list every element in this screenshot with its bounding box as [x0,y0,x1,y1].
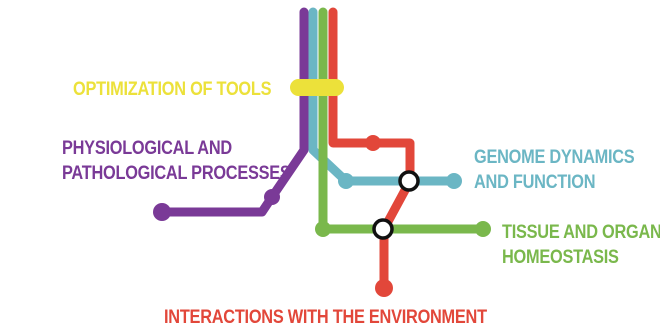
stop-tissue-end [475,221,491,237]
label-optimization-of-tools: OPTIMIZATION OF TOOLS [73,77,271,102]
route-tools [290,79,344,96]
stop-interactions-mid [365,135,381,151]
label-tissue-homeostasis: TISSUE AND ORGAN HOMEOSTASIS [502,220,660,270]
label-tissue-line2: HOMEOSTASIS [502,247,619,268]
label-interactions-environment: INTERACTIONS WITH THE ENVIRONMENT [164,305,487,330]
label-physiological-line2: PATHOLOGICAL PROCESSES [62,163,291,184]
stop-physiological-mid [264,189,280,205]
stop-tissue-start [315,221,331,237]
label-interactions-text: INTERACTIONS WITH THE ENVIRONMENT [164,307,487,328]
label-physiological-line1: PHYSIOLOGICAL AND [62,138,232,159]
stop-genome-end [446,173,462,189]
label-genome-line2: AND FUNCTION [474,172,596,193]
label-tools-text: OPTIMIZATION OF TOOLS [73,79,272,100]
label-physiological-processes: PHYSIOLOGICAL AND PATHOLOGICAL PROCESSES [62,136,291,186]
label-genome-line1: GENOME DYNAMICS [474,147,635,168]
stop-genome-start [338,173,354,189]
interchange-red-blue [398,170,420,192]
label-genome-dynamics: GENOME DYNAMICS AND FUNCTION [474,145,635,195]
stop-interactions-end [375,279,393,297]
label-tissue-line1: TISSUE AND ORGAN [502,222,660,243]
stop-physiological-end [153,203,171,221]
interchange-red-green [372,218,394,240]
